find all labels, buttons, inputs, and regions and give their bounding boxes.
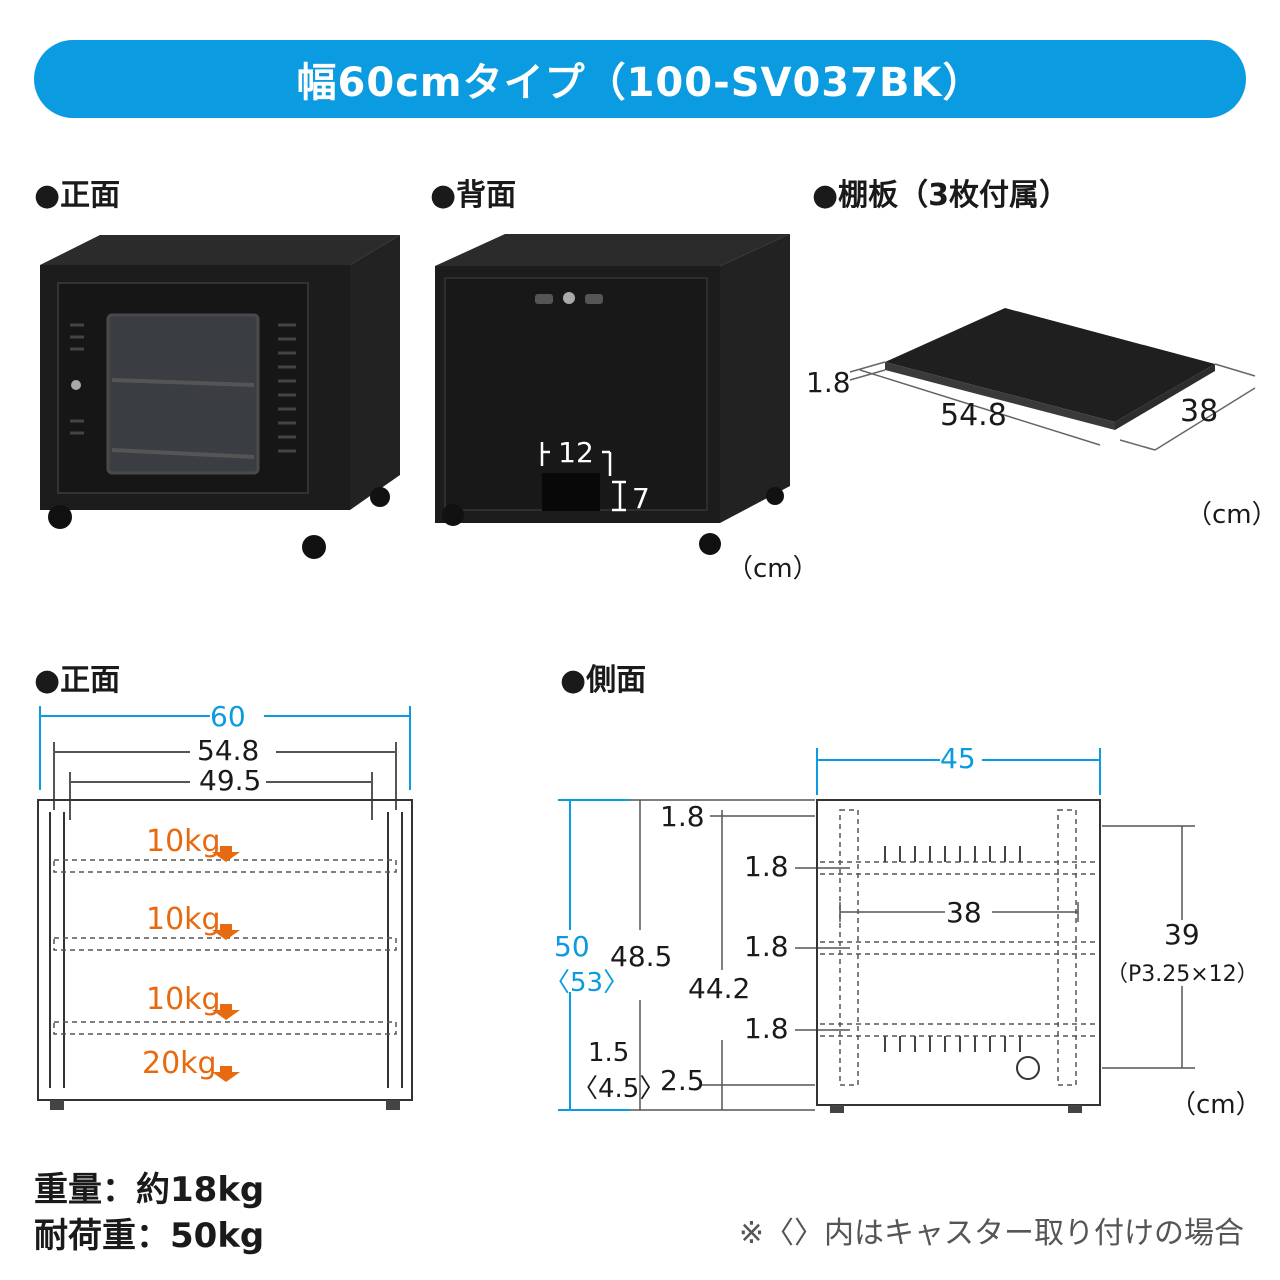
front-opening-width: 49.5: [199, 764, 262, 797]
front-outer-width: 60: [210, 700, 246, 733]
load-shelf-3: 10kg: [146, 982, 221, 1017]
side-height-dim: 50: [554, 930, 590, 963]
back-unit: （cm）: [727, 554, 819, 584]
back-cutout-dimensions: 12 7: [540, 436, 650, 515]
front-diagram-label: ●正面: [34, 663, 121, 698]
load-bottom: 20kg: [142, 1046, 217, 1081]
front-cabinet-image: [40, 235, 400, 559]
side-shelf-dim-3: 1.8: [744, 1012, 789, 1045]
side-height-caster-dim: 〈53〉: [544, 968, 630, 998]
side-depth-dim: 45: [940, 742, 976, 775]
side-inner-height-2: 44.2: [688, 972, 751, 1005]
shelf-width-dim: 54.8: [940, 398, 1007, 433]
side-bottom-dim: 2.5: [660, 1064, 705, 1097]
back-width-dim: 12: [558, 436, 594, 469]
side-rack-pitch: （P3.25×12）: [1106, 962, 1259, 987]
spec-weight: 重量：約18kg: [34, 1170, 265, 1210]
caster-note: ※〈〉内はキャスター取り付けの場合: [738, 1216, 1244, 1251]
side-base-caster-dim: 〈4.5〉: [572, 1074, 666, 1104]
banner-title: 幅60cmタイプ（100-SV037BK）: [296, 60, 984, 106]
shelf-thickness-dim: 1.8: [806, 366, 851, 399]
shelf-depth-dim: 38: [1180, 394, 1219, 429]
side-rail-dim: 38: [946, 896, 982, 929]
side-inner-height-1: 48.5: [610, 940, 673, 973]
side-unit: （cm）: [1170, 1090, 1262, 1120]
title-banner: 幅60cmタイプ（100-SV037BK）: [34, 40, 1246, 118]
load-shelf-1: 10kg: [146, 824, 221, 859]
side-shelf-dim-1: 1.8: [744, 850, 789, 883]
side-diagram-label: ●側面: [560, 663, 647, 698]
load-shelf-2: 10kg: [146, 902, 221, 937]
side-top-dim: 1.8: [660, 800, 705, 833]
side-shelf-dim-2: 1.8: [744, 930, 789, 963]
front-photo-label: ●正面: [34, 178, 121, 213]
front-inner-width: 54.8: [197, 734, 260, 767]
side-rack-dim: 39: [1164, 918, 1200, 951]
back-height-dim: 7: [632, 482, 650, 515]
side-base-dim: 1.5: [588, 1038, 630, 1068]
side-diagram: [558, 748, 1195, 1113]
back-photo-label: ●背面: [430, 178, 517, 213]
shelf-unit: （cm）: [1186, 500, 1278, 530]
shelf-image: [849, 308, 1256, 451]
back-cabinet-image: [435, 234, 790, 555]
front-diagram: [37, 706, 413, 1110]
shelf-photo-label: ●棚板（3枚付属）: [812, 178, 1070, 213]
spec-load: 耐荷重：50kg: [34, 1216, 265, 1256]
